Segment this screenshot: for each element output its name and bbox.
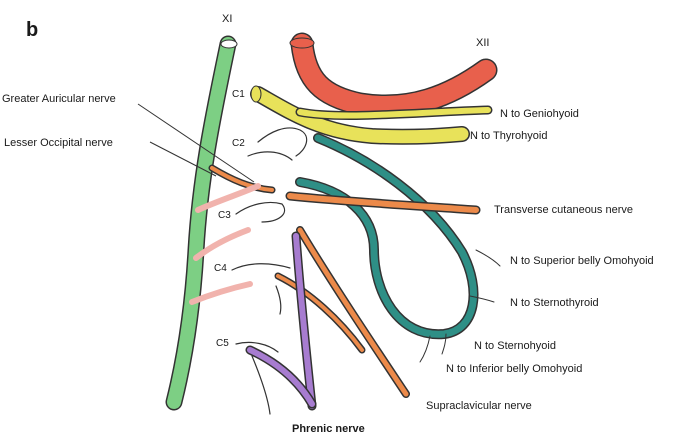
nerve-terminals [419,249,501,363]
c1-hypoglossal-branches [250,85,493,145]
accessory-nerve-xi [165,35,238,411]
label-thyrohyoid: N to Thyrohyoid [470,130,547,142]
leader-lines [137,103,255,183]
label-geniohyoid: N to Geniohyoid [500,108,579,120]
label-supraclavicular: Supraclavicular nerve [426,400,532,412]
ansa-loop-fill [296,134,478,338]
label-c4: C4 [214,263,227,274]
hypoglossal-nerve-xii [289,32,498,118]
label-xii: XII [476,37,489,49]
label-lesser-occipital: Lesser Occipital nerve [4,137,113,149]
ansa-cervicalis-loop [295,133,479,340]
hypoglossal-nerve-fill [292,34,496,117]
label-sternohyoid: N to Sternohyoid [474,340,556,352]
label-c3: C3 [218,210,231,221]
label-phrenic: Phrenic nerve [292,423,365,435]
label-superior-omohyoid: N to Superior belly Omohyoid [510,255,654,267]
phrenic-nerve-fill [293,233,315,409]
label-c5: C5 [216,338,229,349]
pink-branches [189,183,261,305]
phrenic-nerve [245,231,317,411]
cervical-roots [231,127,308,415]
cutaneous-branches [208,164,481,398]
ansa-cervicalis-fill [251,87,469,144]
label-c2: C2 [232,138,245,149]
label-c1: C1 [232,89,245,100]
label-xi: XI [222,13,232,25]
label-greater-auricular: Greater Auricular nerve [2,93,116,105]
label-inferior-omohyoid: N to Inferior belly Omohyoid [446,363,582,375]
label-sternothyroid: N to Sternothyroid [510,297,599,309]
accessory-nerve-fill [167,37,235,409]
label-transverse-cutaneous: Transverse cutaneous nerve [494,204,633,216]
panel-label: b [26,19,38,41]
